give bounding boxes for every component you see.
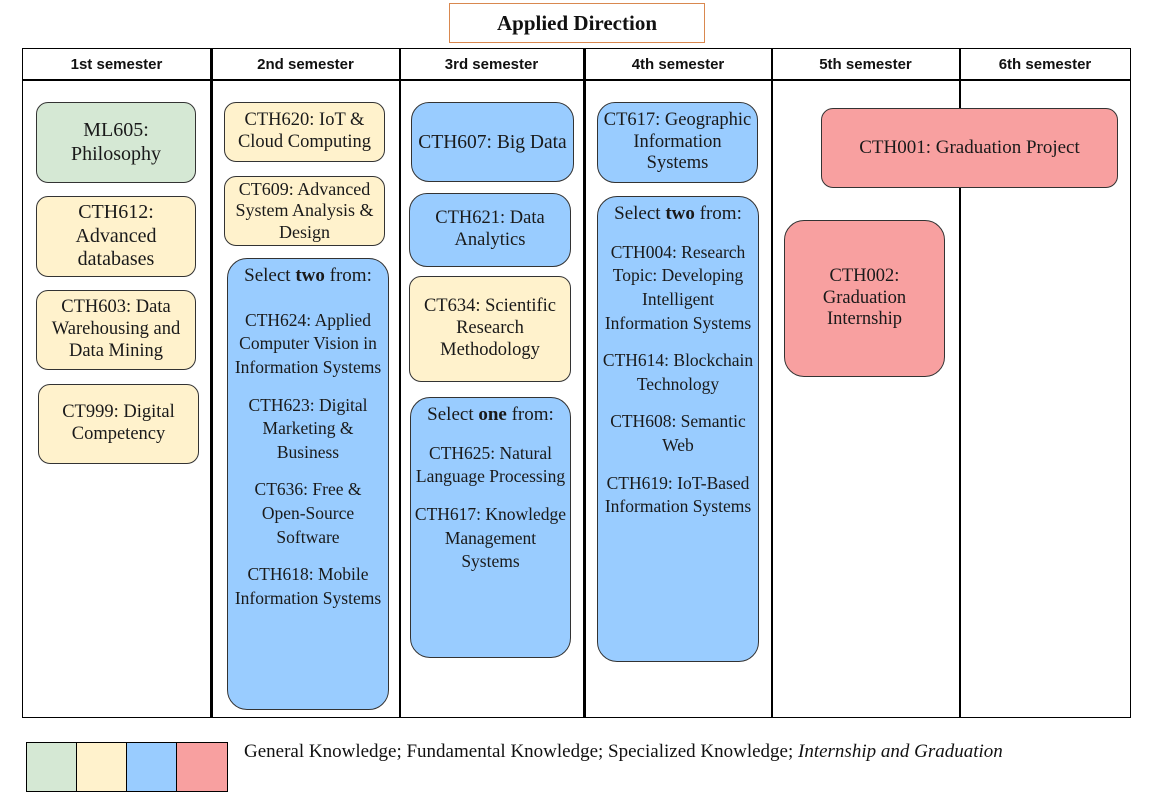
- column-divider: [583, 49, 586, 717]
- elective-course-ct636: CT636: Free & Open-Source Software: [254, 479, 362, 547]
- legend-label: General Knowledge; Fundamental Knowledge…: [244, 741, 798, 762]
- elective-group-heading: Select two from:: [614, 203, 742, 224]
- course-ml605: ML605: Philosophy: [36, 102, 196, 183]
- elective-course-cth623: CTH623: Digital Marketing & Business: [248, 394, 368, 462]
- legend-swatch-internship: [177, 743, 227, 791]
- legend-swatch-general: [27, 743, 77, 791]
- course-cth002: CTH002: Graduation Internship: [784, 220, 945, 377]
- elective-course-cth608: CTH608: Semantic Web: [610, 411, 746, 456]
- elective-course-cth625: CTH625: Natural Language Processing: [415, 442, 566, 487]
- legend-label-italic: Internship and Graduation: [798, 741, 1003, 762]
- elective-group-heading: Select one from:: [427, 404, 554, 425]
- semester-header-2: 2nd semester: [257, 55, 354, 73]
- course-ct617: CT617: Geographic Information Systems: [597, 102, 758, 183]
- diagram-title: Applied Direction: [449, 3, 705, 43]
- semester-header-5: 5th semester: [819, 55, 912, 73]
- course-cth001: CTH001: Graduation Project: [821, 108, 1118, 188]
- column-divider: [959, 49, 961, 717]
- elective-group-heading: Select two from:: [244, 265, 372, 286]
- elective-course-cth614: CTH614: Blockchain Technology: [602, 350, 754, 394]
- elective-course-cth004: CTH004: Research Topic: Developing Intel…: [604, 241, 752, 333]
- legend-text: General Knowledge; Fundamental Knowledge…: [244, 741, 1003, 763]
- course-cth612: CTH612: Advanced databases: [36, 196, 196, 277]
- semester-grid: 1st semester 2nd semester 3rd semester 4…: [22, 48, 1131, 718]
- course-cth620: CTH620: IoT & Cloud Computing: [224, 102, 385, 162]
- legend-swatches: [26, 742, 228, 792]
- course-cth607: CTH607: Big Data: [411, 102, 574, 182]
- elective-course-cth618: CTH618: Mobile Information Systems: [234, 564, 382, 608]
- legend-swatch-specialized: [127, 743, 177, 791]
- semester-header-6: 6th semester: [998, 55, 1092, 73]
- column-divider: [210, 49, 213, 717]
- elective-course-cth624: CTH624: Applied Computer Vision in Infor…: [234, 309, 382, 377]
- header-divider: [23, 79, 1130, 81]
- course-cth603: CTH603: Data Warehousing and Data Mining: [36, 290, 196, 370]
- semester-header-3: 3rd semester: [444, 55, 539, 73]
- legend-swatch-fundamental: [77, 743, 127, 791]
- elective-group-sem4: Select two from: CTH004: Research Topic:…: [597, 196, 759, 662]
- elective-course-cth617: CTH617: Knowledge Management Systems: [414, 503, 567, 572]
- course-cth621: CTH621: Data Analytics: [409, 193, 571, 267]
- column-divider: [771, 49, 773, 717]
- semester-header-4: 4th semester: [631, 55, 725, 73]
- elective-group-sem2: Select two from: CTH624: Applied Compute…: [227, 258, 389, 710]
- elective-course-cth619: CTH619: IoT-Based Information Systems: [604, 472, 752, 517]
- course-ct634: CT634: Scientific Research Methodology: [409, 276, 571, 382]
- course-ct609: CT609: Advanced System Analysis & Design: [224, 176, 385, 246]
- elective-group-sem3: Select one from: CTH625: Natural Languag…: [410, 397, 571, 658]
- column-divider: [399, 49, 401, 717]
- course-ct999: CT999: Digital Competency: [38, 384, 199, 464]
- semester-header-1: 1st semester: [70, 55, 163, 73]
